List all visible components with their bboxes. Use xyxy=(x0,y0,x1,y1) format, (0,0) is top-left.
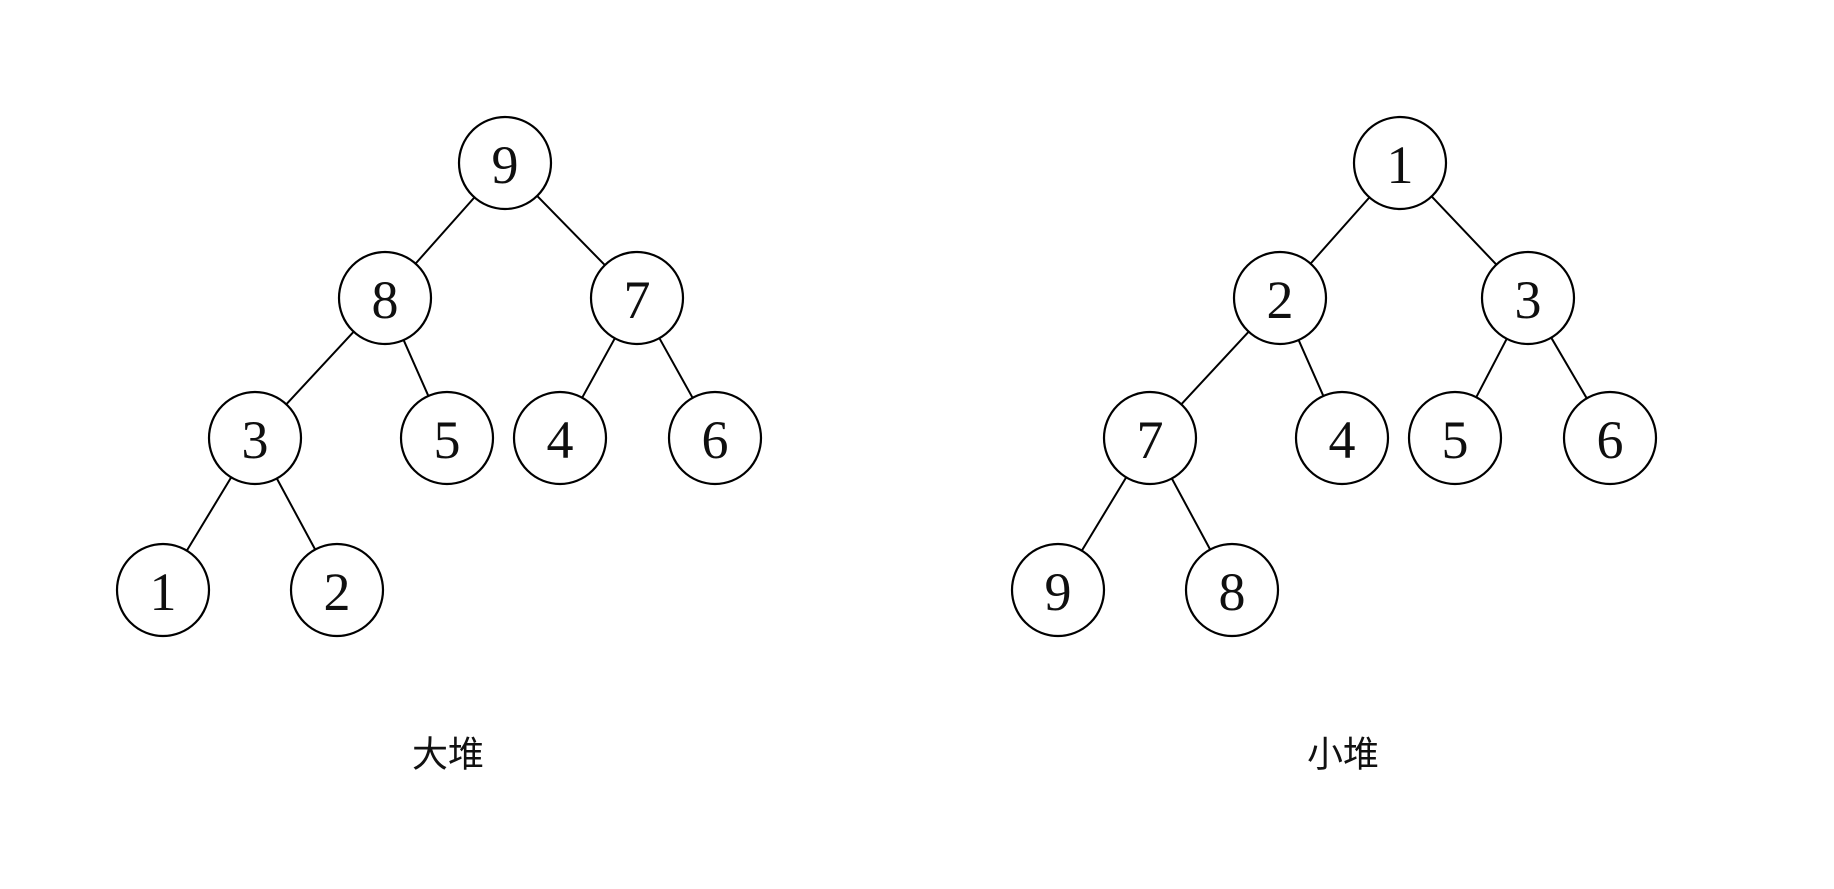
node-value-label: 7 xyxy=(624,270,651,330)
node-value-label: 3 xyxy=(1515,270,1542,330)
edges-layer xyxy=(185,194,1588,552)
node-value-label: 1 xyxy=(1387,135,1414,195)
node-circle xyxy=(289,542,385,638)
tree-edge xyxy=(285,330,355,406)
node-circle xyxy=(1352,115,1448,211)
node-circle xyxy=(589,250,685,346)
tree-node[interactable]: 6 xyxy=(667,390,763,486)
node-circle xyxy=(1294,390,1390,486)
tree-edge xyxy=(402,339,430,397)
tree-node[interactable]: 7 xyxy=(1102,390,1198,486)
node-value-label: 6 xyxy=(702,410,729,470)
node-circle xyxy=(1480,250,1576,346)
node-circle xyxy=(115,542,211,638)
tree-node[interactable]: 5 xyxy=(1407,390,1503,486)
tree-node[interactable]: 7 xyxy=(589,250,685,346)
tree-edge xyxy=(536,194,606,267)
node-circle xyxy=(1407,390,1503,486)
diagram-caption-min-heap: 小堆 xyxy=(1307,735,1379,776)
tree-node[interactable]: 8 xyxy=(337,250,433,346)
tree-edge xyxy=(1550,336,1588,400)
tree-edge xyxy=(1430,195,1498,266)
node-value-label: 8 xyxy=(1219,562,1246,622)
node-circle xyxy=(399,390,495,486)
tree-node[interactable]: 5 xyxy=(399,390,495,486)
tree-edge xyxy=(1309,196,1371,265)
node-circle xyxy=(667,390,763,486)
node-value-label: 9 xyxy=(492,135,519,195)
node-circle xyxy=(457,115,553,211)
tree-node[interactable]: 9 xyxy=(457,115,553,211)
node-value-label: 5 xyxy=(434,410,461,470)
tree-edge xyxy=(1170,477,1212,551)
tree-edge xyxy=(1180,330,1250,406)
tree-node[interactable]: 2 xyxy=(1232,250,1328,346)
node-circle xyxy=(1010,542,1106,638)
tree-node[interactable]: 9 xyxy=(1010,542,1106,638)
node-value-label: 2 xyxy=(1267,270,1294,330)
node-value-label: 6 xyxy=(1597,410,1624,470)
node-circle xyxy=(1102,390,1198,486)
node-circle xyxy=(1184,542,1280,638)
tree-edge xyxy=(1080,476,1128,552)
captions-layer: 大堆 小堆 xyxy=(412,735,1379,776)
node-circle xyxy=(207,390,303,486)
tree-node[interactable]: 2 xyxy=(289,542,385,638)
tree-node[interactable]: 6 xyxy=(1562,390,1658,486)
tree-edge xyxy=(275,477,317,551)
node-circle xyxy=(1232,250,1328,346)
tree-edge xyxy=(1297,339,1325,397)
node-value-label: 5 xyxy=(1442,410,1469,470)
node-value-label: 1 xyxy=(150,562,177,622)
tree-edge xyxy=(414,196,476,265)
node-circle xyxy=(337,250,433,346)
tree-node[interactable]: 3 xyxy=(1480,250,1576,346)
tree-edge xyxy=(1475,337,1508,399)
node-value-label: 9 xyxy=(1045,562,1072,622)
tree-node[interactable]: 8 xyxy=(1184,542,1280,638)
node-circle xyxy=(512,390,608,486)
tree-node[interactable]: 4 xyxy=(512,390,608,486)
node-value-label: 3 xyxy=(242,410,269,470)
tree-node[interactable]: 1 xyxy=(115,542,211,638)
tree-edge xyxy=(185,476,233,552)
node-value-label: 2 xyxy=(324,562,351,622)
tree-edge xyxy=(581,337,616,399)
node-circle xyxy=(1562,390,1658,486)
node-value-label: 4 xyxy=(1329,410,1356,470)
tree-node[interactable]: 4 xyxy=(1294,390,1390,486)
node-value-label: 4 xyxy=(547,410,574,470)
node-value-label: 8 xyxy=(372,270,399,330)
diagram-caption-max-heap: 大堆 xyxy=(412,735,484,776)
tree-node[interactable]: 3 xyxy=(207,390,303,486)
tree-edge xyxy=(658,337,694,399)
nodes-layer: 9 8 7 3 5 4 6 1 2 1 2 3 7 4 5 6 9 8 xyxy=(115,115,1658,638)
node-value-label: 7 xyxy=(1137,410,1164,470)
tree-node[interactable]: 1 xyxy=(1352,115,1448,211)
